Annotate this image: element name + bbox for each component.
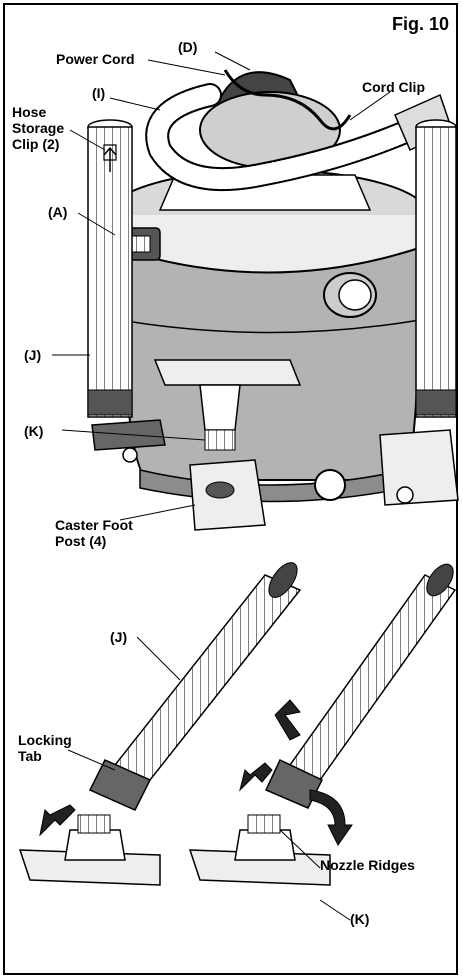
arrow-up-icon: [274, 699, 301, 741]
figure-label: Fig. 10: [391, 14, 449, 34]
label-hose-storage-clip-2: Storage: [12, 120, 65, 136]
label-locking-tab-2: Tab: [18, 748, 42, 764]
label-j-top: (J): [24, 347, 42, 363]
label-hose-storage-clip-1: Hose: [12, 104, 47, 120]
nozzle-k-bottom-left: [18, 814, 161, 886]
arrow-curved-icon: [309, 789, 353, 846]
label-j-bottom: (J): [110, 629, 128, 645]
nozzle-k-bottom-right: [188, 814, 331, 886]
wand-j-left: [87, 119, 133, 418]
wand-j-right: [415, 119, 457, 418]
leader-lines-top: [52, 51, 391, 521]
power-cord-line: [223, 69, 352, 131]
caster-feet: [91, 419, 459, 531]
label-cord-clip: Cord Clip: [362, 79, 425, 95]
label-i: (I): [92, 85, 106, 101]
wand-j-bottom-right: [264, 563, 457, 809]
blower-port: [323, 272, 377, 318]
arrow-left-down-icon: [39, 804, 76, 837]
wand-j-bottom-left: [88, 562, 302, 811]
label-hose-storage-clip-3: Clip (2): [12, 136, 60, 152]
storage-clip-arrow-icon: [103, 144, 117, 172]
label-nozzle-ridges: Nozzle Ridges: [320, 857, 415, 873]
leader-lines-bottom: [67, 636, 351, 921]
label-caster-foot-post-2: Post (4): [55, 533, 107, 549]
label-a: (A): [48, 204, 68, 220]
label-locking-tab-1: Locking: [18, 732, 72, 748]
label-k-bottom: (K): [350, 911, 370, 927]
label-d: (D): [178, 39, 198, 55]
label-caster-foot-post-1: Caster Foot: [55, 517, 133, 533]
nozzle-k-stored: [153, 359, 302, 451]
label-power-cord: Power Cord: [56, 51, 135, 67]
label-k-top: (K): [24, 423, 44, 439]
arrow-left-down-icon-2: [239, 762, 273, 792]
